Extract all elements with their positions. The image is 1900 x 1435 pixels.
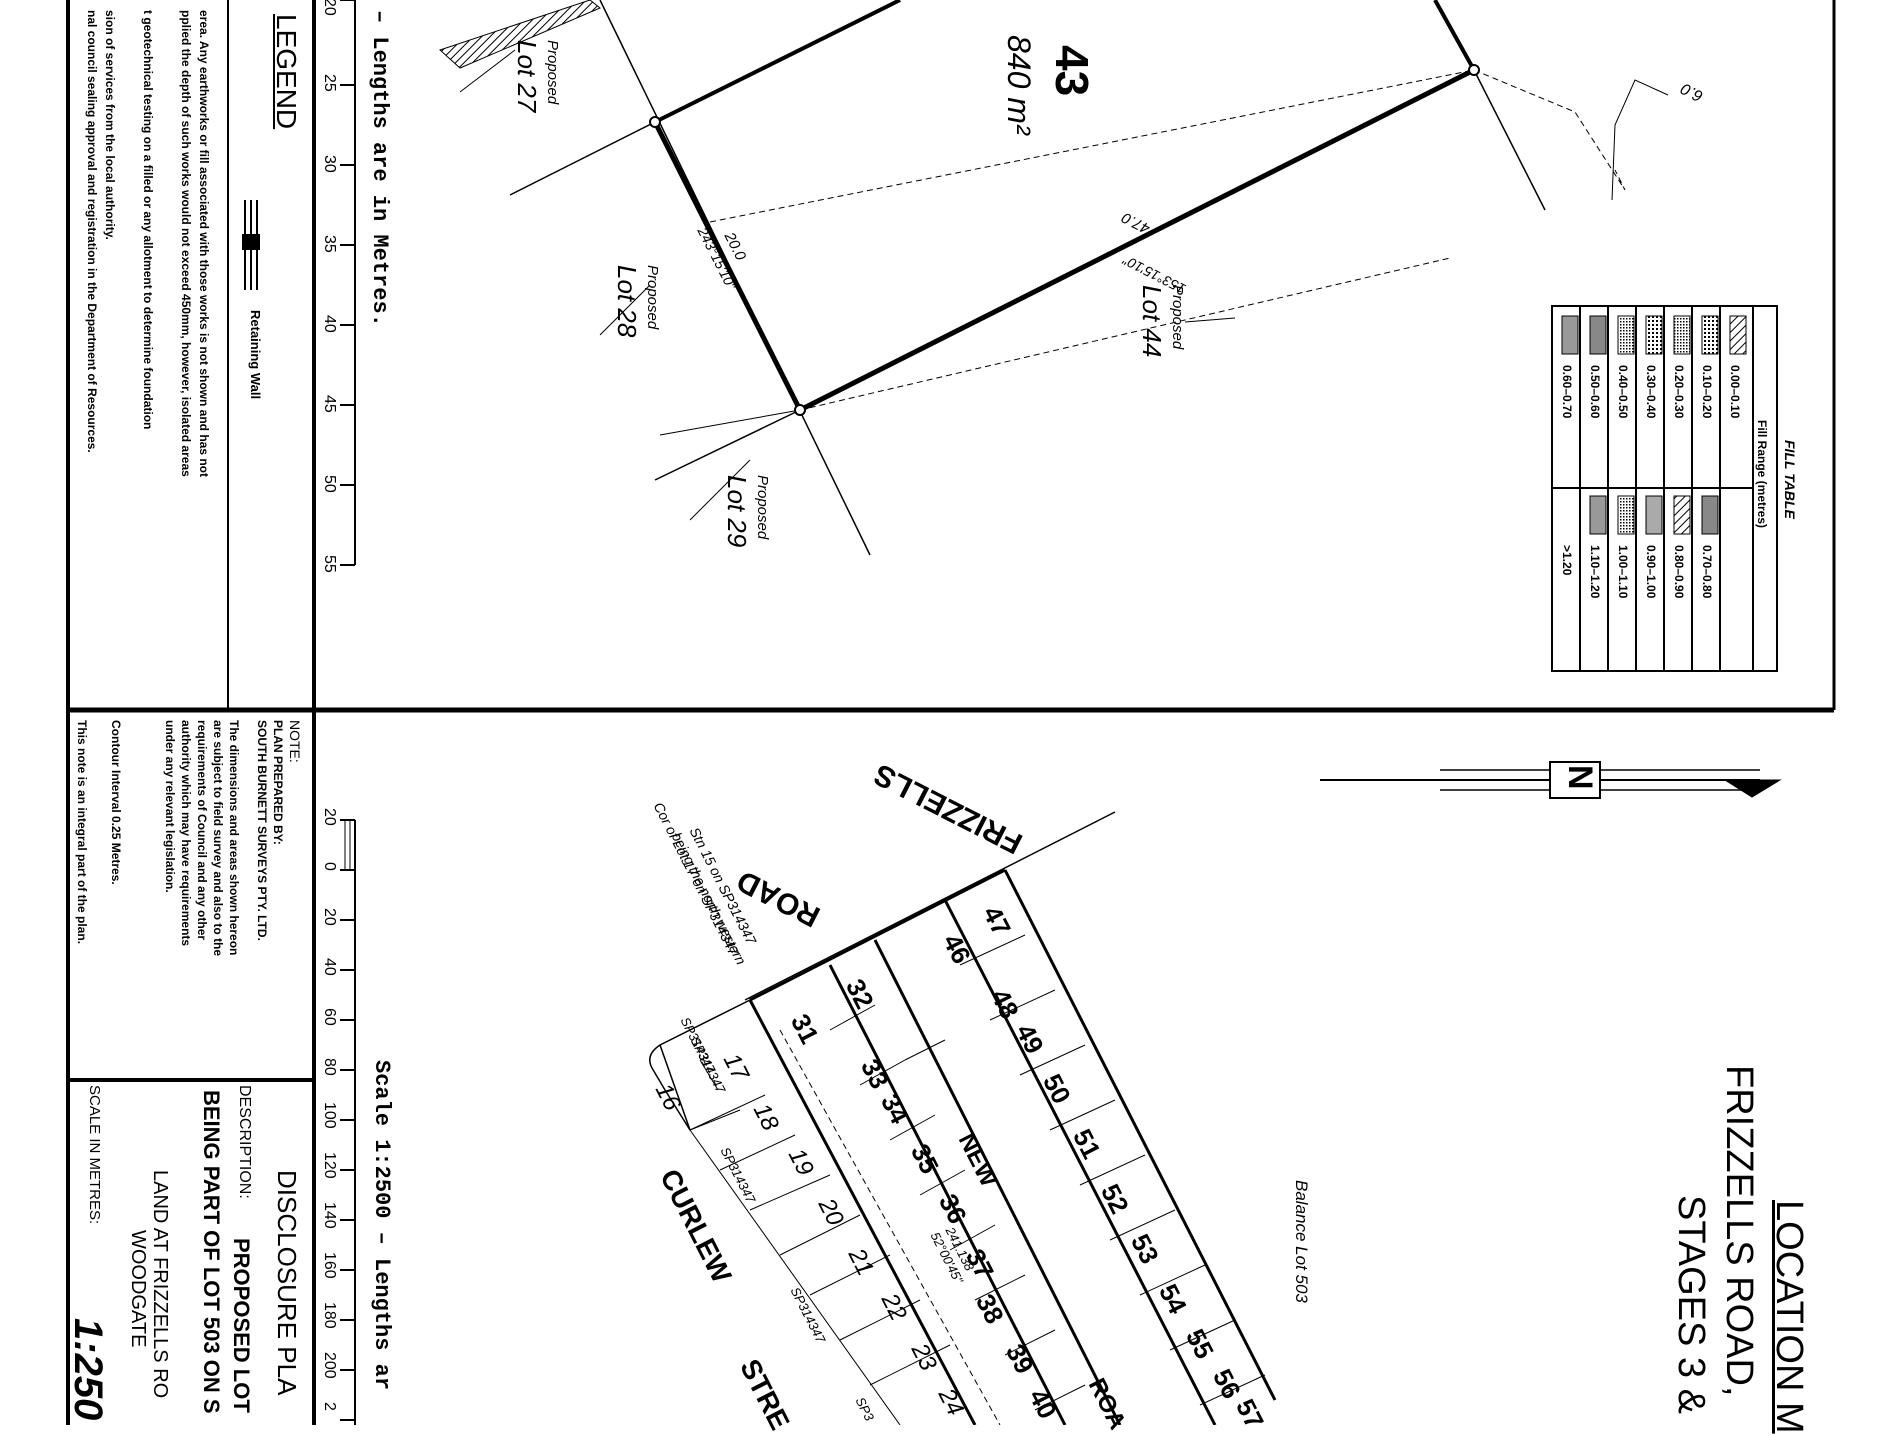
- locality: WOODGATE: [127, 1230, 149, 1348]
- scale-tick-label: 60: [321, 1008, 338, 1026]
- sheet-frame: [66, 0, 1836, 1425]
- scale-tick-label: 55: [321, 555, 338, 573]
- plan-prepared-by: PLAN PREPARED BY:: [271, 720, 285, 845]
- north-label: N: [1561, 765, 1599, 790]
- scale-tick-label: 25: [321, 74, 338, 92]
- fill-table-title: FILL TABLE: [1782, 440, 1798, 519]
- scale-tick-label: 20: [321, 808, 338, 826]
- scale-note: Scale 1:2500 – Lengths ar: [369, 1060, 394, 1391]
- notes-line: pplied the depth of such works would not…: [179, 10, 193, 477]
- scale-value: 1:250: [66, 1318, 110, 1421]
- note-line: requirements of Council and any other: [195, 720, 209, 941]
- fill-range-left: 0.00–0.10: [1728, 365, 1742, 419]
- fill-range-right: 0.70–0.80: [1700, 545, 1714, 599]
- north-arrow: [1320, 761, 1782, 799]
- fill-table-swatches: [1561, 315, 1747, 535]
- lot-43-number: 43: [1046, 45, 1098, 97]
- note-title: NOTE:: [287, 720, 303, 763]
- legend-title: LEGEND: [271, 14, 302, 130]
- proposed-word: Proposed: [754, 475, 771, 540]
- location-map-linework: [649, 811, 1277, 1425]
- scale-tick-label: 80: [321, 1058, 338, 1076]
- notes-line: nal council sealing approval and registr…: [85, 10, 99, 453]
- description-label: DESCRIPTION:: [236, 1085, 253, 1199]
- proposed-lot-label: Lot 44: [1137, 285, 1167, 358]
- notes-line: erea. Any earthworks or fill associated …: [197, 10, 211, 477]
- fill-range-left: 0.10–0.20: [1700, 365, 1714, 419]
- fill-range-left: 0.50–0.60: [1588, 365, 1602, 419]
- scale-tick-label: 140: [321, 1202, 338, 1229]
- fill-range-right: >1.20: [1560, 545, 1574, 576]
- notes-line: sion of services from the local authorit…: [103, 10, 117, 240]
- scale-tick-label: 200: [321, 1352, 338, 1379]
- proposed-word: Proposed: [544, 40, 561, 105]
- scale-tick-label: 30: [321, 155, 338, 173]
- notes-line: t geotechnical testing on a filled or an…: [141, 10, 155, 430]
- proposed-word: Proposed: [1169, 285, 1186, 350]
- plan-title: DISCLOSURE PLA: [272, 1170, 302, 1396]
- location-title: LOCATION M: [1768, 1200, 1810, 1434]
- proposed-lot-label: Lot 29: [722, 475, 752, 548]
- fill-range-right: 0.80–0.90: [1672, 545, 1686, 599]
- lengths-note: – Lengths are in Metres.: [367, 10, 392, 327]
- fill-range-right: 1.00–1.10: [1616, 545, 1630, 599]
- scale-tick-label: 40: [321, 958, 338, 976]
- note-line: are subject to field survey and also to …: [211, 720, 225, 957]
- note-line: authority which may have requirements: [179, 720, 193, 947]
- description-line2: BEING PART OF LOT 503 ON S: [199, 1090, 224, 1414]
- note-line: The dimensions and areas shown hereon: [227, 720, 241, 956]
- fill-range-left: 0.60–0.70: [1560, 365, 1574, 419]
- company-name: SOUTH BURNETT SURVEYS PTY. LTD.: [255, 720, 269, 941]
- integral-note: This note is an integral part of the pla…: [75, 720, 89, 945]
- description-line1: PROPOSED LOT: [229, 1238, 254, 1413]
- land-at: LAND AT FRIZZELLS RO: [149, 1170, 171, 1399]
- lot-43-parcel: [459, 0, 1669, 556]
- fill-range-right: 1.10–1.20: [1588, 545, 1602, 599]
- scale-tick-label: 35: [321, 235, 338, 253]
- proposed-lot-label: Lot 27: [512, 40, 542, 113]
- fill-range-left: 0.20–0.30: [1672, 365, 1686, 419]
- balance-lot-label: Balance Lot 503: [1292, 1180, 1311, 1303]
- retaining-wall-symbol: [242, 200, 260, 290]
- scale-tick-label: 40: [321, 315, 338, 333]
- scale-tick-label: 0: [321, 862, 338, 871]
- scale-tick-label: 20: [321, 0, 338, 16]
- scale-tick-label: 2: [321, 1402, 338, 1411]
- scale-tick-label: 20: [321, 908, 338, 926]
- scale-tick-label: 180: [321, 1302, 338, 1329]
- scale-tick-label: 45: [321, 395, 338, 413]
- note-line: under any relevant legislation.: [163, 720, 177, 893]
- scale-tick-label: 50: [321, 475, 338, 493]
- retaining-wall-label: Retaining Wall: [248, 310, 263, 400]
- proposed-lot-label: Lot 28: [612, 265, 642, 338]
- location-road: FRIZZELLS ROAD,: [1718, 1065, 1760, 1397]
- proposed-word: Proposed: [644, 265, 661, 330]
- top-scale-bar: [340, 0, 356, 566]
- fill-table: [1551, 305, 1778, 672]
- fill-range-right: 0.90–1.00: [1644, 545, 1658, 599]
- scale-tick-label: 100: [321, 1102, 338, 1129]
- scale-tick-label: 120: [321, 1152, 338, 1179]
- lot-43-area: 840 m²: [1001, 35, 1037, 135]
- fill-table-header: Fill Range (metres): [1755, 420, 1769, 529]
- scale-label: SCALE IN METRES:: [86, 1085, 103, 1225]
- fill-range-left: 0.40–0.50: [1616, 365, 1630, 419]
- bottom-scale-bar: [340, 819, 356, 1425]
- fill-range-left: 0.30–0.40: [1644, 365, 1658, 419]
- retaining-wall-hatch: [439, 0, 601, 69]
- location-stages: STAGES 3 &: [1670, 1195, 1712, 1414]
- scale-tick-label: 160: [321, 1252, 338, 1279]
- contour-interval: Contour Interval 0.25 Metres.: [109, 720, 123, 885]
